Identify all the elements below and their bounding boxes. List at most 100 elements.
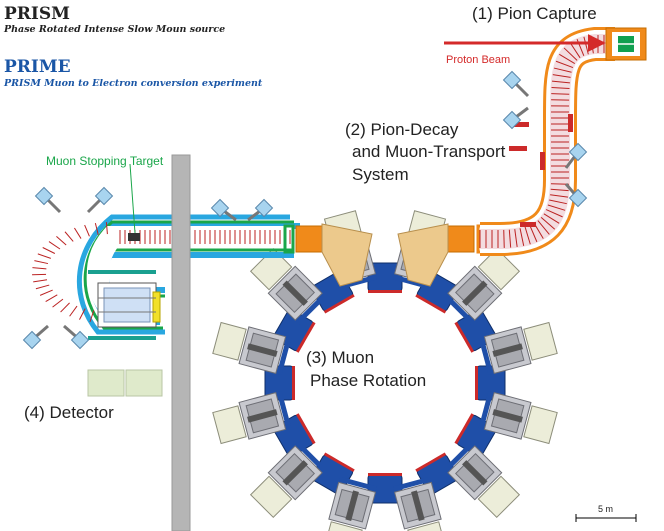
label-pion-capture: (1) Pion Capture [472,4,597,23]
ffag-return-yoke [477,247,521,291]
rf-coil [295,413,316,445]
solenoid-coil [48,241,61,250]
rf-coil [323,452,355,473]
vacuum-pump [94,186,114,206]
ring-magnet-cell [212,321,292,375]
ffag-return-yoke [407,521,447,531]
ffag-inner-plate [478,336,494,375]
ffag-inner-plate [443,441,475,473]
vacuum-pump [568,142,588,162]
decay-coil [529,225,538,243]
solenoid-coil [32,267,47,270]
prism-title: PRISM [4,4,70,24]
ffag-return-yoke [212,321,247,361]
ring-magnet-cell [323,476,377,531]
flange-left [283,224,295,254]
stopping-target [128,233,140,241]
vacuum-pump [22,330,42,350]
decay-coil [553,67,572,73]
ring-magnet-cell [393,476,447,531]
correction-coil-1 [511,122,529,127]
decay-coil [559,53,576,64]
vacuum-pump [34,186,54,206]
prime-title: PRIME [4,57,71,77]
solenoid-coil [94,222,99,235]
ffag-return-yoke [477,475,521,519]
solenoid-coil [35,284,50,290]
ffag-gap [282,460,308,486]
prime-subtitle: PRISM Muon to Electron conversion experi… [3,78,263,89]
solenoid-coil [74,227,82,239]
vacuum-pump [568,188,588,208]
detector-plate-top [88,270,156,274]
outer-blue-band-2 [76,214,290,335]
solenoid-coil [84,224,90,237]
pion-decay-channel [479,27,647,256]
label-muon-target: Muon Stopping Target [46,154,164,168]
ffag-inner-plate [295,293,327,325]
ring-magnet-cell [443,441,521,519]
ffag-inner-plate [478,391,494,430]
solenoid-coil [69,305,78,317]
solenoid-coil [45,294,58,302]
solenoid-coil [33,279,48,283]
decay-coil [540,217,556,230]
rf-coil [292,366,295,400]
ffag-gap [462,280,488,306]
calorimeter [152,291,161,323]
ffag-inner-plate [276,391,292,430]
ffag-gap [492,343,523,357]
vacuum-pumps [22,70,588,350]
ring-magnet-cell [478,391,558,445]
correction-coil-5 [520,222,536,227]
solenoid-coil [105,222,108,235]
rf-coil [368,473,402,476]
matching-magnet-right [447,225,475,253]
decay-coil [503,229,505,248]
ffag-gap [282,280,308,306]
injection-magnet-2 [397,223,449,287]
ffag-inner-plate [393,476,432,492]
decay-coil [563,47,578,61]
ffag-gap [492,409,523,423]
decay-coil [550,194,569,198]
solenoid-coil [79,308,86,320]
rf-coil [415,452,447,473]
ffag-return-yoke [523,405,558,445]
target-pointer [129,163,136,234]
decay-coil [549,199,567,205]
rf-coil [323,293,355,314]
vacuum-pump [254,198,274,218]
decay-channel-inner [480,34,615,249]
solenoid-coil [52,298,64,308]
decay-coil [547,204,566,211]
decay-coil [508,229,512,248]
solenoid-coil [37,253,51,259]
ffag-return-yoke [523,321,558,361]
label-scale: 5 m [598,504,613,514]
transport-connection [283,223,488,287]
ffag-inner-plate [276,336,292,375]
ffag-gap [462,460,488,486]
solenoid-coil [64,231,74,242]
solenoid-coil [56,235,67,246]
ring-magnet-cell [249,441,327,519]
vacuum-pump [502,110,522,130]
label-rotation-line1: (3) Muon [306,348,374,367]
electronics-rack-2 [125,369,163,397]
vacuum-pump [70,330,90,350]
rf-coil [295,321,316,353]
ffag-inner-plate [393,274,432,290]
decay-coil [551,86,570,90]
rf-coil [475,366,478,400]
electronics-rack-1 [87,369,125,397]
solenoid-coil [60,302,70,313]
vacuum-pump [210,198,230,218]
solenoid-coil [39,289,53,296]
ring-magnet-cell [478,321,558,375]
ffag-return-yoke [212,405,247,445]
decay-coil [552,74,571,78]
ring-magnet-cell [443,247,521,325]
